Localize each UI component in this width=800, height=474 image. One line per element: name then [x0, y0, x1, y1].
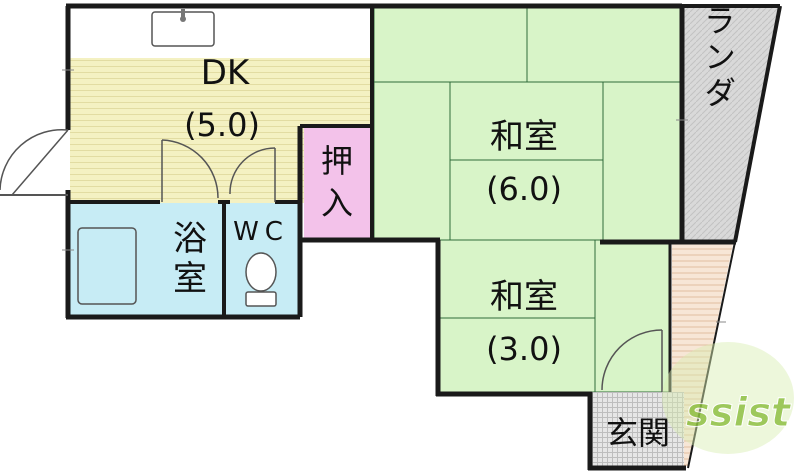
dk-name: DK	[201, 53, 251, 93]
closet-floor	[304, 128, 370, 238]
bath-label-2: 室	[173, 259, 207, 299]
toilet-tank	[245, 291, 277, 307]
toilet-bowl	[245, 252, 277, 292]
bathtub	[77, 227, 137, 305]
bath-label-1: 浴	[173, 219, 207, 259]
washitsu-large-size: (6.0)	[486, 170, 562, 208]
closet-label-1: 押	[321, 142, 353, 180]
wc-label: WC	[233, 217, 289, 247]
walls	[65, 3, 782, 471]
closet-label-2: 入	[321, 184, 353, 222]
veranda-floor	[682, 8, 780, 240]
entrance-floor	[592, 392, 684, 466]
kitchen-counter	[70, 8, 370, 58]
window-marks	[62, 69, 726, 323]
doors	[0, 128, 663, 392]
watermark-text: ssist	[686, 390, 792, 436]
faucet-neck	[181, 9, 185, 19]
tatami-room-small	[439, 239, 671, 393]
watermark-logo: ssist	[662, 342, 794, 454]
balcony-strip	[672, 244, 733, 466]
dk-size: (5.0)	[184, 106, 260, 144]
veranda-label: ベランダ	[699, 0, 737, 112]
entrance-label: 玄関	[606, 414, 670, 452]
washitsu-large-name: 和室	[490, 117, 558, 157]
washitsu-small-name: 和室	[490, 277, 558, 317]
washitsu-small-size: (3.0)	[486, 330, 562, 368]
